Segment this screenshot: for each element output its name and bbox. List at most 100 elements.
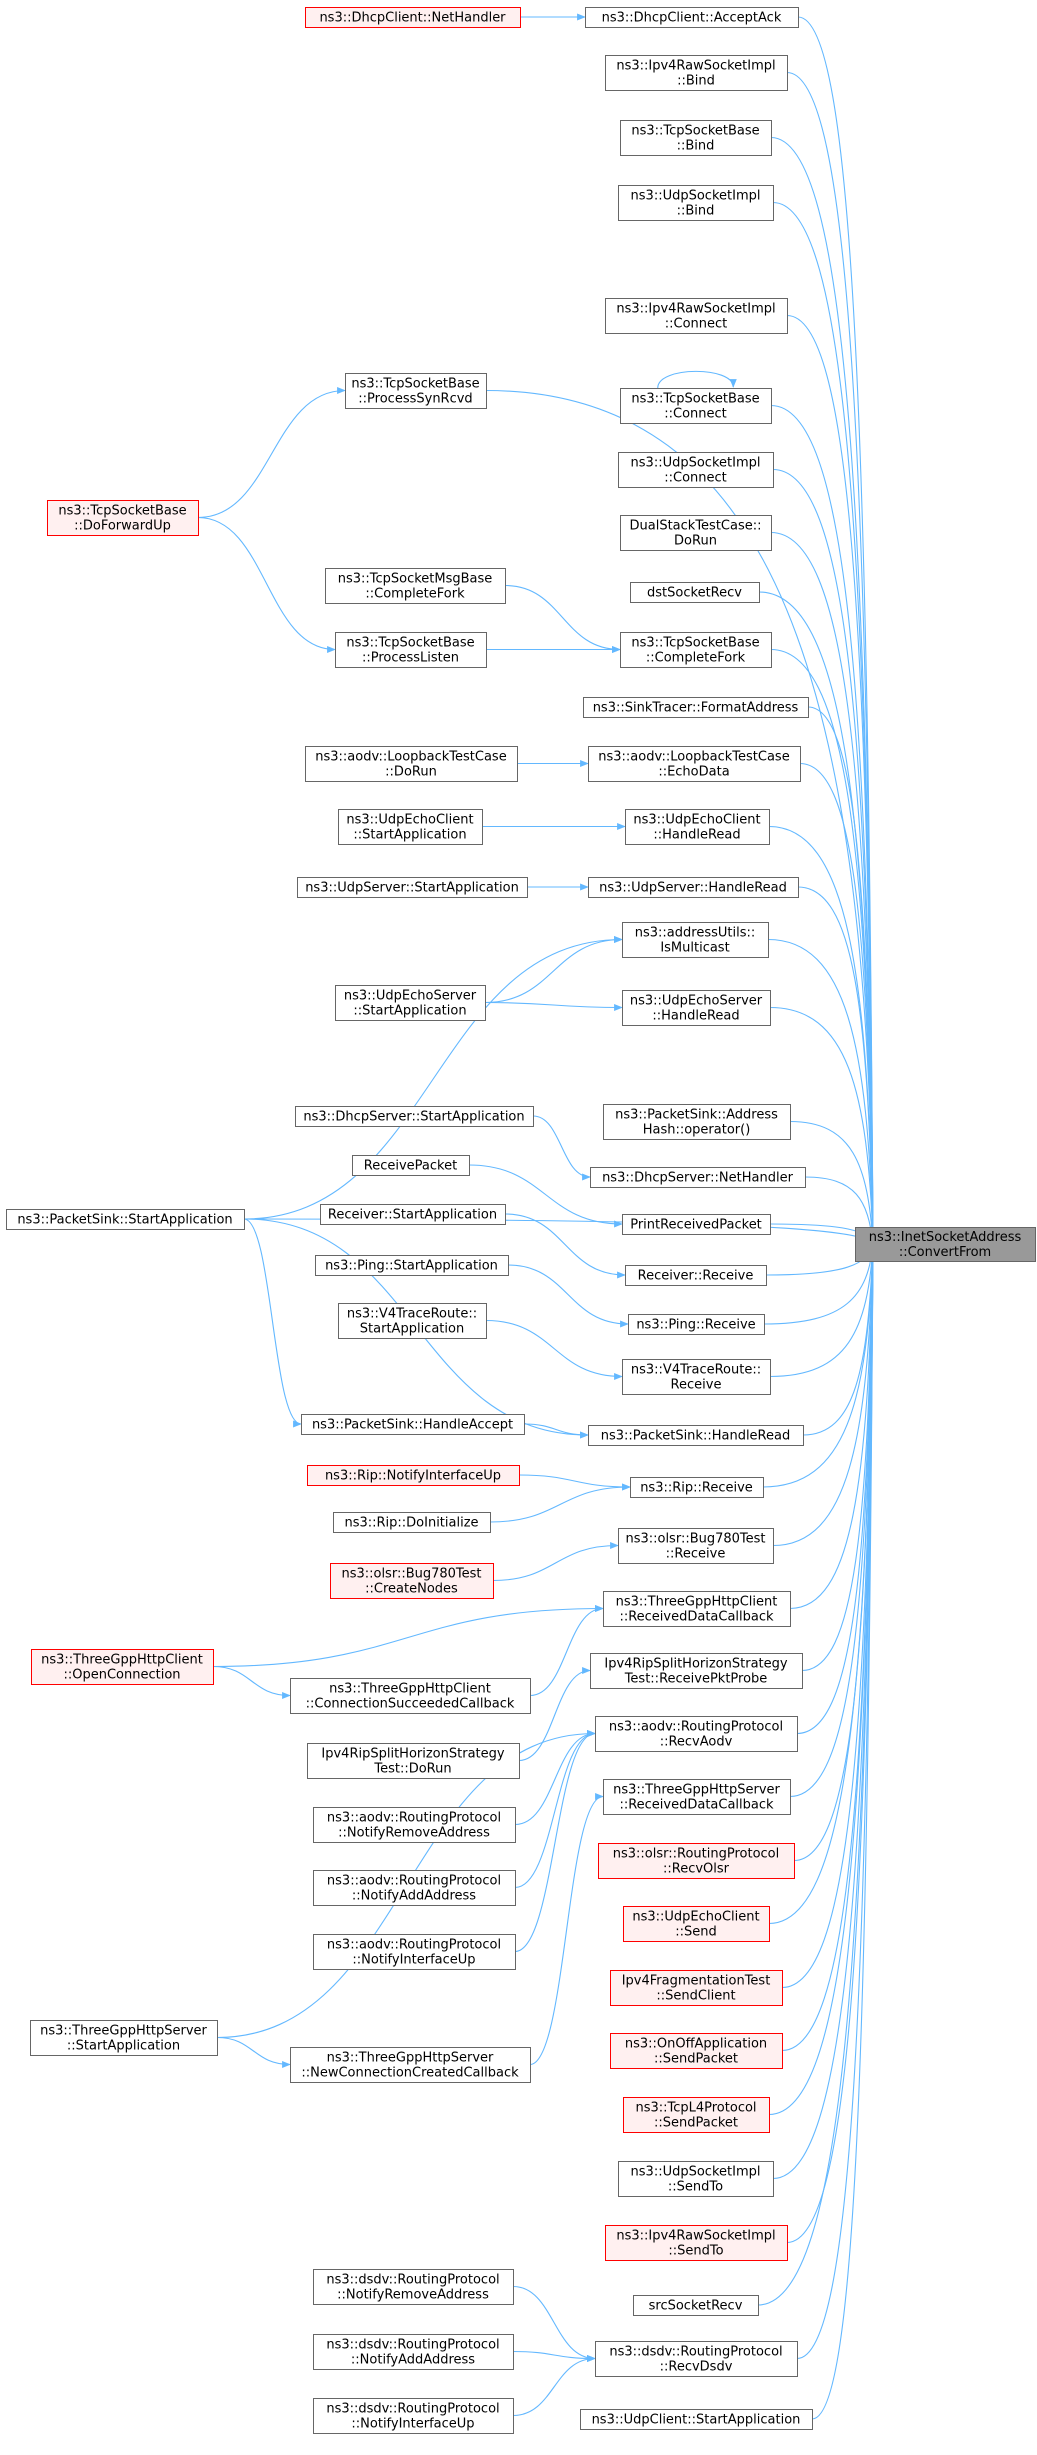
node-udpclient_startapp[interactable]: ns3::UdpClient::StartApplication bbox=[580, 2409, 813, 2430]
edge-threegpp_client_connectionsucceeded-to-threegpp_client_receiveddatacallback bbox=[529, 1604, 604, 1697]
edge-dsdv_notifyaddaddress-to-dsdv_recvdsdv bbox=[512, 2350, 596, 2363]
node-v4traceroute_startapp[interactable]: ns3::V4TraceRoute::StartApplication bbox=[338, 1303, 487, 1339]
node-dhcpserver_startapp[interactable]: ns3::DhcpServer::StartApplication bbox=[295, 1106, 534, 1127]
node-threegpp_client_openconnection[interactable]: ns3::ThreeGppHttpClient::OpenConnection bbox=[31, 1649, 214, 1685]
node-label-line: ns3::PacketSink::Address bbox=[615, 1108, 778, 1123]
node-printreceivedpacket[interactable]: PrintReceivedPacket bbox=[622, 1214, 771, 1235]
node-dhcp_nethandler[interactable]: ns3::DhcpClient::NetHandler bbox=[305, 7, 521, 28]
node-box bbox=[595, 2341, 798, 2377]
node-box bbox=[588, 746, 801, 782]
node-olsr_bug780_receive[interactable]: ns3::olsr::Bug780Test::Receive bbox=[618, 1528, 774, 1564]
node-label-line: PrintReceivedPacket bbox=[630, 1218, 762, 1233]
node-ping_receive[interactable]: ns3::Ping::Receive bbox=[628, 1314, 765, 1335]
node-srcsocketrecv[interactable]: srcSocketRecv bbox=[633, 2295, 759, 2316]
node-threegpp_server_receiveddatacallback[interactable]: ns3::ThreeGppHttpServer::ReceivedDataCal… bbox=[603, 1779, 791, 1815]
node-dsdv_notifyremoveaddress[interactable]: ns3::dsdv::RoutingProtocol::NotifyRemove… bbox=[313, 2269, 514, 2305]
node-label-line: ::SendPacket bbox=[654, 2052, 738, 2067]
node-threegpp_server_newconnection[interactable]: ns3::ThreeGppHttpServer::NewConnectionCr… bbox=[290, 2047, 531, 2083]
node-udpechoserver_startapp[interactable]: ns3::UdpEchoServer::StartApplication bbox=[335, 985, 486, 1021]
node-udpimpl_bind[interactable]: ns3::UdpSocketImpl::Bind bbox=[618, 185, 774, 221]
node-receivepacket[interactable]: ReceivePacket bbox=[352, 1155, 470, 1176]
node-label-line: ns3::addressUtils:: bbox=[635, 926, 756, 941]
node-udpimpl_sendto[interactable]: ns3::UdpSocketImpl::SendTo bbox=[618, 2161, 774, 2197]
node-box bbox=[622, 922, 769, 958]
node-box bbox=[30, 2020, 218, 2056]
node-label-line: ::ConnectionSucceededCallback bbox=[306, 1697, 515, 1712]
node-tcpbase_connect[interactable]: ns3::TcpSocketBase::Connect bbox=[620, 388, 772, 424]
node-box bbox=[313, 2334, 514, 2370]
node-box bbox=[618, 185, 774, 221]
node-dualstack_dorun[interactable]: DualStackTestCase::DoRun bbox=[620, 515, 772, 551]
node-tcpmsg_completefork[interactable]: ns3::TcpSocketMsgBase::CompleteFork bbox=[325, 568, 506, 604]
node-receiver_receive[interactable]: Receiver::Receive bbox=[625, 1265, 767, 1286]
node-box bbox=[623, 1906, 770, 1942]
node-label-line: ns3::ThreeGppHttpServer bbox=[327, 2051, 494, 2066]
node-rip_doinitialize[interactable]: ns3::Rip::DoInitialize bbox=[333, 1512, 491, 1533]
node-rip_notifyinterfaceup[interactable]: ns3::Rip::NotifyInterfaceUp bbox=[307, 1465, 520, 1486]
node-dsdv_notifyaddaddress[interactable]: ns3::dsdv::RoutingProtocol::NotifyAddAdd… bbox=[313, 2334, 514, 2370]
node-tcpbase_processlisten[interactable]: ns3::TcpSocketBase::ProcessListen bbox=[335, 632, 487, 668]
node-box bbox=[307, 1465, 520, 1486]
node-ipv4rip_receivepktprobe[interactable]: Ipv4RipSplitHorizonStrategyTest::Receive… bbox=[590, 1653, 803, 1689]
node-dsdv_recvdsdv[interactable]: ns3::dsdv::RoutingProtocol::RecvDsdv bbox=[595, 2341, 798, 2377]
node-udpserver_handleread[interactable]: ns3::UdpServer::HandleRead bbox=[588, 877, 799, 898]
node-aodv_notifyinterfaceup[interactable]: ns3::aodv::RoutingProtocol::NotifyInterf… bbox=[313, 1934, 516, 1970]
node-aodv_loopback_dorun[interactable]: ns3::aodv::LoopbackTestCase::DoRun bbox=[305, 746, 518, 782]
node-label-line: ns3::olsr::Bug780Test bbox=[625, 1532, 765, 1547]
node-packetsink_startapp[interactable]: ns3::PacketSink::StartApplication bbox=[6, 1209, 245, 1230]
node-aodv_notifyremoveaddress[interactable]: ns3::aodv::RoutingProtocol::NotifyRemove… bbox=[313, 1807, 516, 1843]
node-label-line: ::SendPacket bbox=[654, 2116, 738, 2131]
node-threegpp_client_receiveddatacallback[interactable]: ns3::ThreeGppHttpClient::ReceivedDataCal… bbox=[603, 1591, 791, 1627]
node-ipv4raw_connect[interactable]: ns3::Ipv4RawSocketImpl::Connect bbox=[605, 298, 788, 334]
node-tcpbase_bind[interactable]: ns3::TcpSocketBase::Bind bbox=[620, 120, 772, 156]
node-olsr_recvolsr[interactable]: ns3::olsr::RoutingProtocol::RecvOlsr bbox=[598, 1843, 795, 1879]
node-tcpbase_processsynrcvd[interactable]: ns3::TcpSocketBase::ProcessSynRcvd bbox=[345, 373, 487, 409]
node-dhcp_acceptack[interactable]: ns3::DhcpClient::AcceptAck bbox=[585, 7, 799, 28]
node-udpserver_startapp[interactable]: ns3::UdpServer::StartApplication bbox=[297, 877, 528, 898]
node-v4traceroute_receive[interactable]: ns3::V4TraceRoute::Receive bbox=[622, 1359, 771, 1395]
node-tcpl4_sendpacket[interactable]: ns3::TcpL4Protocol::SendPacket bbox=[623, 2097, 770, 2133]
node-onoff_sendpacket[interactable]: ns3::OnOffApplication::SendPacket bbox=[610, 2033, 783, 2069]
node-udpechoclient_startapp[interactable]: ns3::UdpEchoClient::StartApplication bbox=[338, 809, 483, 845]
node-tcpbase_completefork[interactable]: ns3::TcpSocketBase::CompleteFork bbox=[620, 632, 772, 668]
node-udpechoclient_send[interactable]: ns3::UdpEchoClient::Send bbox=[623, 1906, 770, 1942]
edge-packetsink_startapp-to-packetsink_handleaccept bbox=[243, 1218, 302, 1428]
node-dhcpserver_nethandler[interactable]: ns3::DhcpServer::NetHandler bbox=[590, 1167, 806, 1188]
node-packetsink_handleread[interactable]: ns3::PacketSink::HandleRead bbox=[588, 1425, 804, 1446]
node-box bbox=[338, 1303, 487, 1339]
node-dstsocketrecv[interactable]: dstSocketRecv bbox=[630, 582, 760, 603]
node-aodv_loopback_echodata[interactable]: ns3::aodv::LoopbackTestCase::EchoData bbox=[588, 746, 801, 782]
node-sinktracer_formataddress[interactable]: ns3::SinkTracer::FormatAddress bbox=[583, 697, 809, 718]
node-ipv4frag_sendclient[interactable]: Ipv4FragmentationTest::SendClient bbox=[610, 1970, 783, 2006]
node-label-line: ns3::UdpSocketImpl bbox=[631, 2165, 761, 2180]
node-ipv4raw_bind[interactable]: ns3::Ipv4RawSocketImpl::Bind bbox=[605, 55, 788, 91]
node-dsdv_notifyinterfaceup[interactable]: ns3::dsdv::RoutingProtocol::NotifyInterf… bbox=[313, 2398, 514, 2434]
node-addressutils_ismulticast[interactable]: ns3::addressUtils::IsMulticast bbox=[622, 922, 769, 958]
node-rip_receive[interactable]: ns3::Rip::Receive bbox=[630, 1477, 764, 1498]
node-ping_startapp[interactable]: ns3::Ping::StartApplication bbox=[315, 1255, 509, 1276]
node-udpechoserver_handleread[interactable]: ns3::UdpEchoServer::HandleRead bbox=[622, 990, 771, 1026]
node-box bbox=[313, 1807, 516, 1843]
node-olsr_bug780_createnodes[interactable]: ns3::olsr::Bug780Test::CreateNodes bbox=[330, 1563, 494, 1599]
node-label-line: ::HandleRead bbox=[652, 1009, 739, 1024]
node-aodv_recvaodv[interactable]: ns3::aodv::RoutingProtocol::RecvAodv bbox=[595, 1716, 798, 1752]
node-receiver_startapp[interactable]: Receiver::StartApplication bbox=[320, 1204, 506, 1225]
node-udpechoclient_handleread[interactable]: ns3::UdpEchoClient::HandleRead bbox=[625, 809, 770, 845]
node-threegpp_server_startapp[interactable]: ns3::ThreeGppHttpServer::StartApplicatio… bbox=[30, 2020, 218, 2056]
edge-udpechoserver_handleread-to-convert_from bbox=[769, 1006, 877, 1245]
node-aodv_notifyaddaddress[interactable]: ns3::aodv::RoutingProtocol::NotifyAddAdd… bbox=[313, 1870, 516, 1906]
node-packetsink_handleaccept[interactable]: ns3::PacketSink::HandleAccept bbox=[301, 1414, 525, 1435]
node-ipv4raw_sendto[interactable]: ns3::Ipv4RawSocketImpl::SendTo bbox=[605, 2225, 788, 2261]
edge-threegpp_client_receiveddatacallback-to-convert_from bbox=[789, 1243, 877, 1610]
node-convert_from[interactable]: ns3::InetSocketAddress::ConvertFrom bbox=[855, 1227, 1036, 1262]
node-box bbox=[610, 2033, 783, 2069]
node-label-line: ::StartApplication bbox=[353, 1004, 466, 1019]
node-label-line: ns3::aodv::RoutingProtocol bbox=[609, 1720, 783, 1735]
node-udpimpl_connect[interactable]: ns3::UdpSocketImpl::Connect bbox=[618, 452, 774, 488]
node-label-line: ::NotifyRemoveAddress bbox=[337, 2288, 489, 2303]
edge-packetsink_addresshash-to-convert_from bbox=[789, 1120, 877, 1245]
node-tcpbase_doforwardup[interactable]: ns3::TcpSocketBase::DoForwardUp bbox=[47, 500, 199, 536]
node-threegpp_client_connectionsucceeded[interactable]: ns3::ThreeGppHttpClient::ConnectionSucce… bbox=[290, 1678, 531, 1714]
